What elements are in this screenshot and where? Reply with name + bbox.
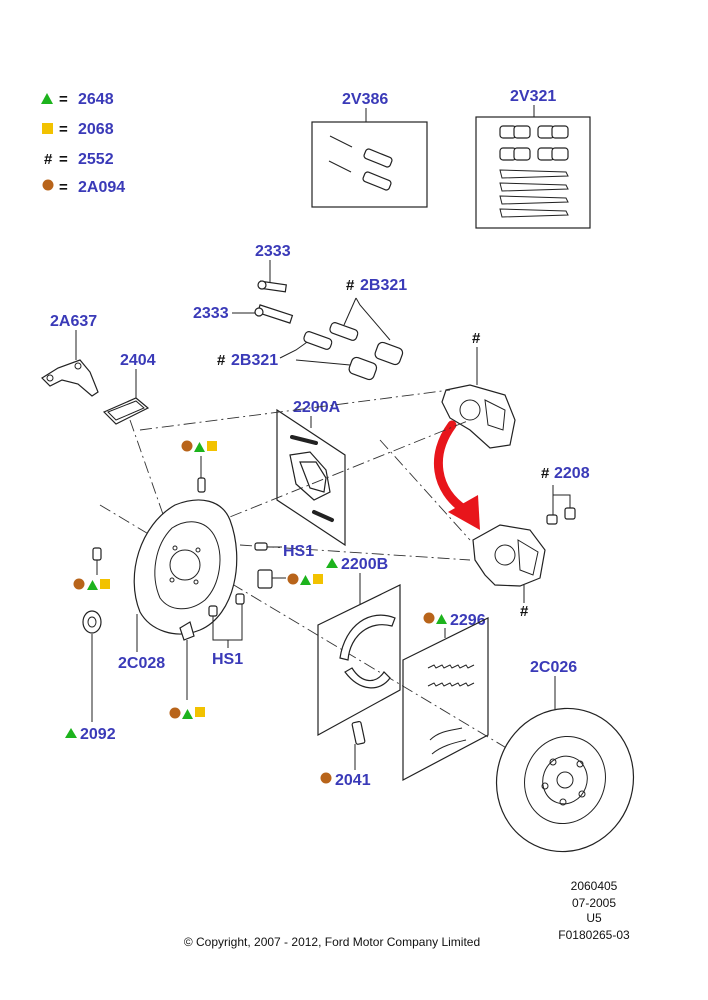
bushing-set-icon	[499, 125, 569, 161]
spring-clip-icon	[179, 621, 195, 641]
drawing-meta: 2060405 07-2005 U5 F0180265-03	[558, 879, 630, 942]
legend-code-2552: 2552	[78, 151, 114, 168]
label-2v321: 2V321	[510, 88, 556, 105]
meta-line-4: F0180265-03	[558, 928, 630, 942]
label-2b321-lower: 2B321	[231, 352, 278, 369]
legend-eq: =	[59, 121, 68, 138]
backing-plate-icon	[133, 499, 238, 635]
kit-2v386: 2V386	[311, 91, 428, 208]
label-hs1-upper: HS1	[283, 543, 314, 560]
bushing-lower-icon	[303, 331, 378, 381]
caliper-lower-icon	[472, 524, 546, 587]
meta-line-1: 2060405	[571, 879, 618, 893]
triangle-icon	[65, 728, 77, 738]
hash-mark: #	[541, 465, 550, 482]
brake-shoe-icon	[339, 614, 396, 689]
bracket-icon	[41, 359, 99, 397]
caliper-upper-icon	[441, 384, 516, 449]
label-2296: 2296	[450, 612, 486, 629]
direction-arrow-icon	[434, 420, 480, 530]
adjuster-clip-icon	[257, 569, 273, 589]
label-2c028: 2C028	[118, 655, 165, 672]
screw-icon	[254, 542, 268, 551]
kit-2v321: 2V321	[475, 88, 591, 229]
symbol-group	[181, 440, 217, 452]
label-2v386: 2V386	[342, 91, 388, 108]
symbol-group	[169, 707, 205, 719]
bushing-upper-icon	[329, 322, 404, 366]
legend-code-2a094: 2A094	[78, 179, 125, 196]
label-2333-upper: 2333	[255, 243, 291, 260]
spring-icon	[427, 664, 475, 755]
legend-code-2648: 2648	[78, 91, 114, 108]
legend-circle-icon	[42, 179, 54, 191]
hash-mark: #	[217, 352, 226, 369]
hash-mark: #	[346, 277, 355, 294]
bleeder-screw-icon	[546, 507, 576, 525]
legend-hash-icon: #	[44, 151, 53, 168]
brake-pad-icon	[289, 435, 334, 522]
screw-icon	[92, 547, 102, 561]
circle-icon	[320, 772, 332, 784]
legend-eq: =	[59, 91, 68, 108]
label-2333-lower: 2333	[193, 305, 229, 322]
screw-icon	[197, 477, 206, 493]
meta-line-2: 07-2005	[572, 896, 616, 910]
label-2208: 2208	[554, 465, 590, 482]
label-2092: 2092	[80, 726, 116, 743]
symbol-group	[287, 573, 323, 585]
circle-icon	[423, 612, 435, 624]
label-2b321-upper: 2B321	[360, 277, 407, 294]
legend-triangle-icon	[41, 93, 53, 104]
small-pad-icon	[102, 397, 150, 425]
bolt-lower-icon	[254, 304, 294, 324]
clip-set-icon	[499, 169, 569, 218]
label-hs1-lower: HS1	[212, 651, 243, 668]
legend-eq: =	[59, 179, 68, 196]
label-2c026: 2C026	[530, 659, 577, 676]
label-2a637: 2A637	[50, 313, 97, 330]
label-2041: 2041	[335, 772, 371, 789]
hash-mark: #	[520, 603, 529, 620]
copyright: © Copyright, 2007 - 2012, Ford Motor Com…	[184, 935, 480, 949]
grommet-icon	[82, 610, 102, 634]
meta-line-3: U5	[586, 911, 602, 925]
guide-pin-icon	[328, 135, 393, 191]
legend-square-icon	[42, 123, 53, 134]
hash-mark: #	[472, 330, 481, 347]
legend: = 2648 = 2068 # = 2552 = 2A094	[41, 91, 125, 196]
symbol-group	[73, 578, 110, 590]
bolt-upper-icon	[257, 280, 287, 293]
legend-code-2068: 2068	[78, 121, 114, 138]
brake-disc-icon	[495, 707, 635, 853]
legend-eq: =	[59, 151, 68, 168]
label-2200b: 2200B	[341, 556, 388, 573]
adjuster-icon	[351, 720, 366, 745]
triangle-icon	[326, 558, 338, 568]
label-2404: 2404	[120, 352, 156, 369]
triangle-icon	[436, 614, 447, 624]
